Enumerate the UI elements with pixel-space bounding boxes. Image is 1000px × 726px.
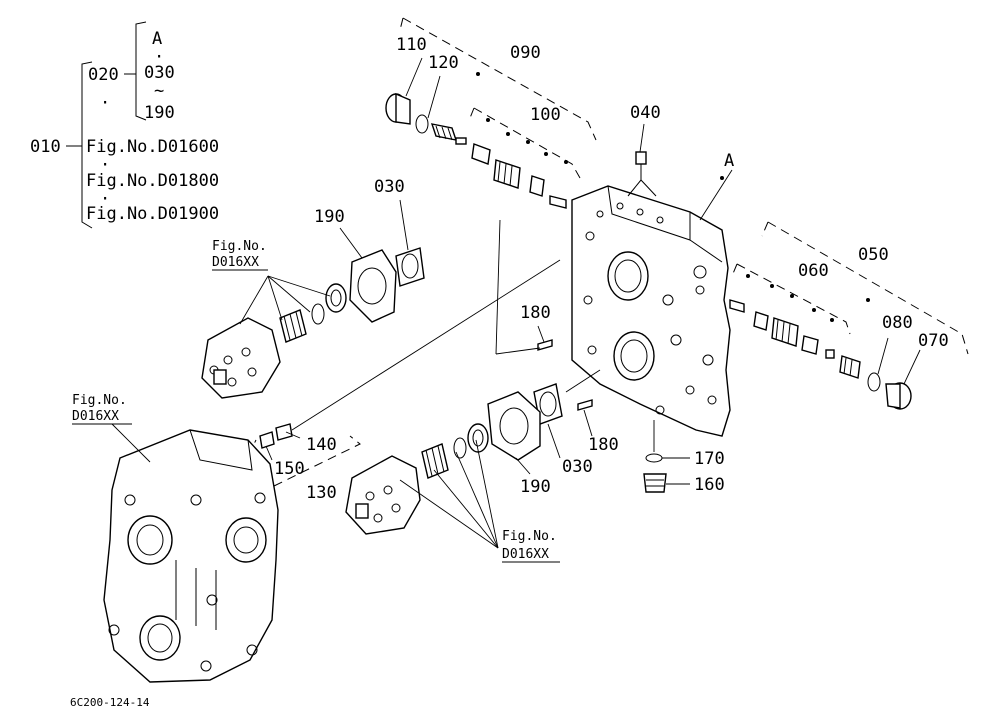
legend-030: 030 bbox=[144, 63, 175, 83]
group-brackets bbox=[247, 17, 969, 487]
valve-body bbox=[571, 185, 731, 437]
leader-lines bbox=[72, 57, 921, 563]
legend-ref-a: A bbox=[152, 29, 162, 49]
label-040: 040 bbox=[630, 103, 661, 123]
legend-fig-d01600: Fig.No.D01600 bbox=[86, 137, 219, 157]
label-180-bottom: 180 bbox=[588, 435, 619, 455]
legend-fig-d01800: Fig.No.D01800 bbox=[86, 171, 219, 191]
label-120: 120 bbox=[428, 53, 459, 73]
label-100: 100 bbox=[530, 105, 561, 125]
legend-dot-1: · bbox=[100, 93, 110, 113]
marker-dots bbox=[476, 72, 870, 322]
fig-ref-left-line1: Fig.No. bbox=[72, 393, 127, 408]
piston-group-bottom bbox=[345, 383, 563, 535]
label-110: 110 bbox=[396, 35, 427, 55]
legend-020: 020 bbox=[88, 65, 119, 85]
label-190-bottom: 190 bbox=[520, 477, 551, 497]
label-160: 160 bbox=[694, 475, 725, 495]
pump-housing bbox=[103, 429, 279, 683]
legend-190: 190 bbox=[144, 103, 175, 123]
label-030-top: 030 bbox=[374, 177, 405, 197]
small-parts bbox=[259, 339, 667, 493]
legend-dot-2: · bbox=[154, 47, 164, 67]
label-030-bottom: 030 bbox=[562, 457, 593, 477]
label-090: 090 bbox=[510, 43, 541, 63]
fig-ref-top-line2: D016XX bbox=[212, 255, 259, 270]
label-130: 130 bbox=[306, 483, 337, 503]
part-040-plugs bbox=[627, 151, 657, 197]
part-labels: 110 120 090 100 040 A 030 190 050 060 08… bbox=[274, 35, 949, 503]
legend-fig-d01900: Fig.No.D01900 bbox=[86, 204, 219, 224]
label-150: 150 bbox=[274, 459, 305, 479]
label-060: 060 bbox=[798, 261, 829, 281]
fig-ref-top-line1: Fig.No. bbox=[212, 239, 267, 254]
piston-group-top bbox=[201, 247, 425, 399]
label-190-top: 190 bbox=[314, 207, 345, 227]
legend-tilde: ~ bbox=[154, 81, 164, 101]
label-050: 050 bbox=[858, 245, 889, 265]
spool-group-right bbox=[729, 299, 912, 410]
legend-dot-3: · bbox=[100, 155, 110, 175]
fig-ref-bottom-line2: D016XX bbox=[502, 547, 549, 562]
legend-dot-4: · bbox=[100, 189, 110, 209]
label-180-top: 180 bbox=[520, 303, 551, 323]
label-170: 170 bbox=[694, 449, 725, 469]
label-140: 140 bbox=[306, 435, 337, 455]
label-070: 070 bbox=[918, 331, 949, 351]
label-080: 080 bbox=[882, 313, 913, 333]
figure-references: Fig.No. D016XX Fig.No. D016XX Fig.No. D0… bbox=[72, 239, 557, 562]
label-a: A bbox=[724, 151, 734, 171]
fig-ref-left-line2: D016XX bbox=[72, 409, 119, 424]
drawing-code: 6C200-124-14 bbox=[70, 696, 150, 709]
legend-010: 010 bbox=[30, 137, 61, 157]
legend: 010 020 · A · 030 ~ 190 Fig.No.D01600 · … bbox=[30, 21, 219, 229]
spool-group-top bbox=[385, 92, 567, 209]
fig-ref-bottom-line1: Fig.No. bbox=[502, 529, 557, 544]
